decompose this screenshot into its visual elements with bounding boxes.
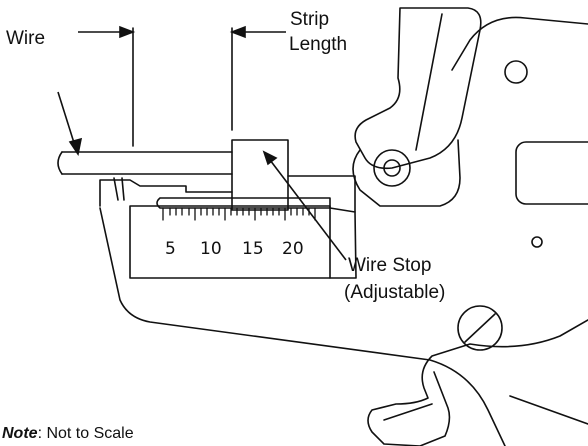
- upper-jaw-inner: [415, 13, 443, 151]
- side-slot: [515, 141, 588, 205]
- strip-length-label-line1: Strip: [290, 9, 329, 30]
- scale-track: [156, 197, 331, 209]
- pivot-screw-outer: [373, 149, 411, 187]
- pivot-screw-inner: [383, 159, 401, 177]
- note-body: : Not to Scale: [37, 425, 134, 442]
- scale-tick-label: 10: [200, 239, 222, 259]
- scale-tick-label: 5: [165, 239, 176, 259]
- upper-jaw: [354, 7, 482, 170]
- scale-plate: [129, 205, 331, 279]
- lower-jaw-edge: [509, 395, 588, 425]
- wire-stop-label-line1: Wire Stop: [348, 255, 431, 276]
- tool-lower-jaw-line: [329, 207, 357, 279]
- screw-slot: [464, 313, 496, 343]
- wire-end: [57, 151, 63, 175]
- tool-body-outline: [99, 207, 506, 446]
- note-text: Note: Not to Scale: [2, 425, 134, 443]
- hole-top: [504, 60, 528, 84]
- jaw-pivot-plate: [352, 139, 461, 207]
- wire-stop-block: [231, 139, 289, 211]
- scale-ticks: [162, 207, 316, 221]
- slotted-screw: [457, 305, 503, 351]
- guide-plate: [99, 179, 233, 207]
- arrows: [57, 25, 347, 261]
- scale-tick-label: 20: [282, 239, 304, 259]
- guide-rail: [287, 175, 356, 213]
- tool-top-edge: [451, 16, 588, 71]
- hole-small: [531, 236, 543, 248]
- strip-length-label-line2: Length: [289, 34, 347, 55]
- lower-jaw: [367, 319, 588, 446]
- note-prefix: Note: [2, 425, 38, 442]
- scale-tick-label: 15: [242, 239, 264, 259]
- wire-label: Wire: [6, 28, 45, 49]
- lower-jaw-inner: [383, 403, 433, 421]
- feed-clip: [113, 177, 125, 201]
- wire-stop-label-line2: (Adjustable): [344, 282, 445, 303]
